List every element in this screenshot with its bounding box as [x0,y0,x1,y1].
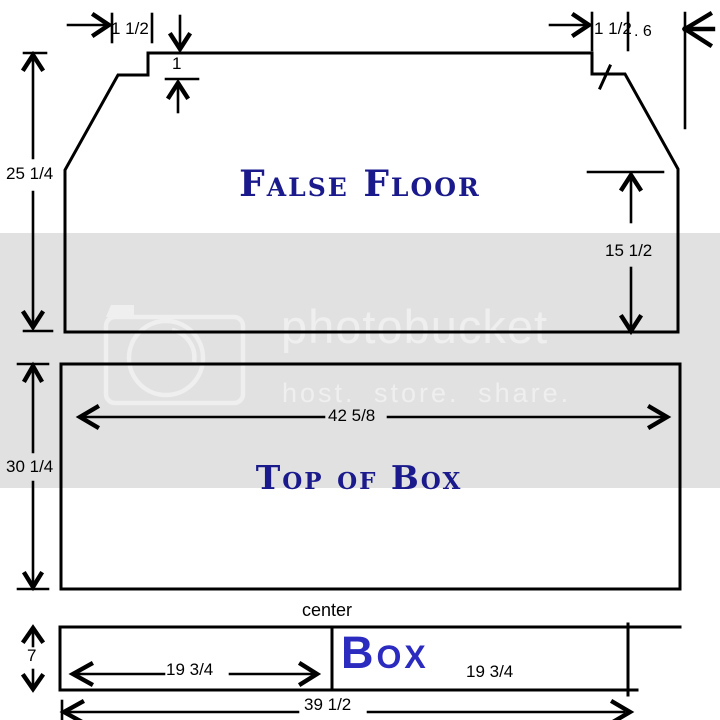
watermark-band [0,233,720,488]
top-of-box-outline [59,362,682,591]
dim-label-box-left-width: 19 3/4 [166,660,214,679]
false-floor-title: False Floor [239,163,481,205]
dim-label-top-right-suffix: . 6 [634,23,652,40]
dim-label-left-height: 25 1/4 [6,164,54,183]
box-outline [58,622,682,697]
dimension-lines [16,11,687,720]
camera-icon [103,305,246,406]
watermark-tagline-text: host. store. share. [282,378,572,408]
dimension-arrowheads [20,10,716,720]
dim-label-notch-depth: 1 [172,54,182,73]
dim-label-top-of-box-width: 42 5/8 [328,406,376,425]
dim-label-right-height: 15 1/2 [605,241,653,260]
dim-label-top-left-width: 1 1/2 [111,19,149,38]
dim-label-box-height: 7 [27,646,37,665]
top-of-box-title: Top of Box [255,458,463,497]
dim-label-box-total-width: 39 1/2 [304,695,352,714]
watermark-brand-text: photobucket [281,300,549,353]
false-floor-outline [63,51,680,334]
dim-label-top-of-box-height: 30 1/4 [6,457,54,476]
dim-label-box-right-width: 19 3/4 [466,662,514,681]
box-center-label: center [302,600,353,620]
box-title: Box [341,627,429,678]
dim-label-top-right-width: 1 1/2 [594,19,632,38]
